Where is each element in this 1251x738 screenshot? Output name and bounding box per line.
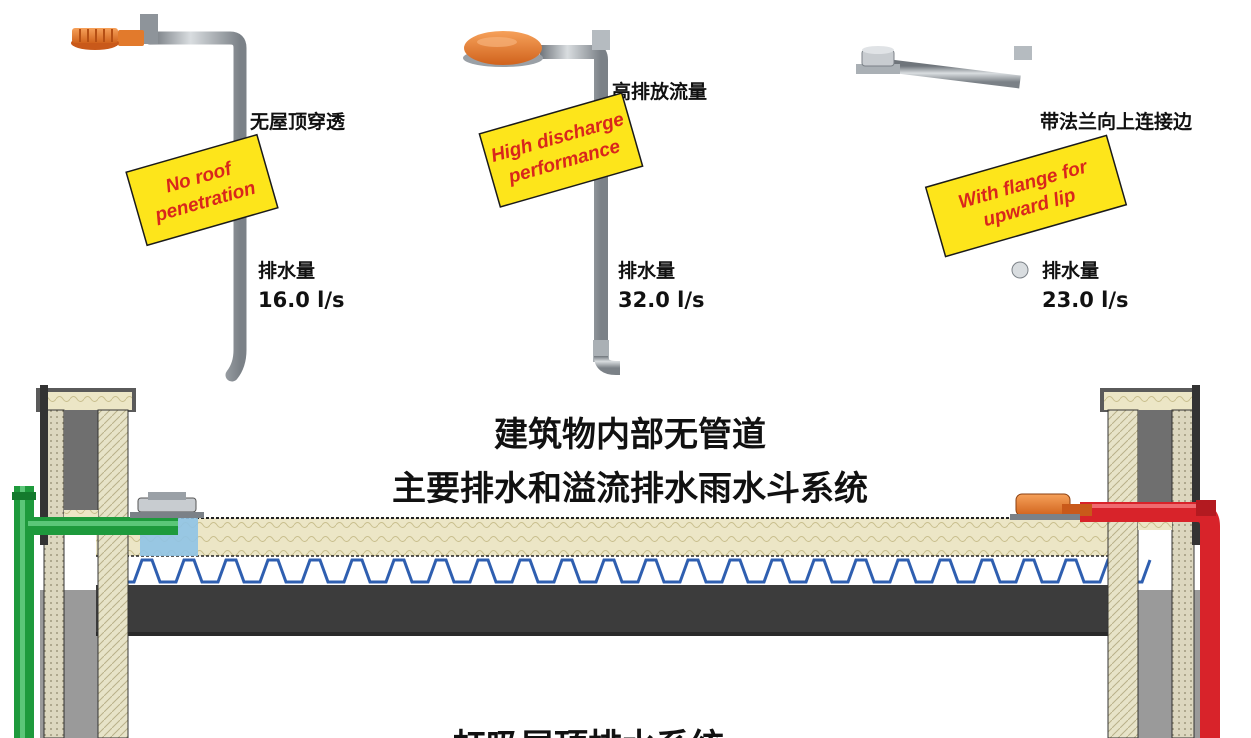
product-1-feature-tag: No roof penetration	[125, 133, 279, 247]
section-title-line-1: 建筑物内部无管道	[494, 415, 766, 455]
product-2-feature-label: 高排放流量	[612, 80, 707, 103]
product-2-drain-head	[463, 31, 543, 67]
product-3-feature-label: 带法兰向上连接边	[1040, 110, 1193, 133]
steel-deck	[100, 558, 1152, 584]
product-2-pipe	[540, 45, 608, 352]
right-parapet	[1100, 385, 1200, 738]
product-3-flanged-outlet: 带法兰向上连接边 With flange for upward lip 排水量 …	[856, 46, 1193, 372]
product-1-flow-value: 16.0 l/s	[258, 288, 345, 312]
section-subtitle-cut: 虹吸屋顶排水系统	[452, 727, 724, 738]
product-2-outlet-elbow	[594, 355, 620, 375]
product-1-coupling	[118, 30, 144, 46]
product-3-flow-value: 23.0 l/s	[1042, 288, 1129, 312]
building-frame	[40, 632, 1211, 738]
product-2-high-discharge-outlet: 高排放流量 High discharge performance 排水量 32.…	[463, 30, 707, 375]
product-2-flow-value: 32.0 l/s	[618, 288, 705, 312]
product-1-flow-label: 排水量	[258, 259, 315, 282]
product-3-feature-tag: With flange for upward lip	[924, 134, 1128, 258]
product-2-feature-tag: High discharge performance	[478, 92, 644, 208]
insulation-layer	[96, 518, 1136, 556]
concrete-slab	[96, 585, 1136, 632]
product-3-horizontal-pipe	[889, 59, 1021, 89]
product-2-top-fitting	[592, 30, 610, 50]
product-3-access-fitting	[1011, 261, 1029, 279]
red-overflow-pipe	[1080, 500, 1220, 738]
product-3-drain-head	[856, 46, 900, 74]
left-roof-outlet	[130, 492, 204, 518]
right-overflow-outlet	[1010, 493, 1092, 520]
roof-section: 建筑物内部无管道 主要排水和溢流排水雨水斗系统 虹吸屋顶排水系统	[12, 385, 1220, 738]
product-1-drain-head	[71, 28, 119, 50]
product-3-flow-label: 排水量	[1042, 259, 1099, 282]
product-1-pipe	[143, 31, 247, 382]
section-title-line-2: 主要排水和溢流排水雨水斗系统	[392, 469, 868, 509]
product-1-siphonic-outlet: 无屋顶穿透 No roof penetration 排水量 16.0 l/s	[71, 14, 346, 382]
product-1-bracket	[140, 14, 158, 44]
product-1-feature-label: 无屋顶穿透	[250, 110, 346, 133]
green-siphonic-pipe	[12, 486, 178, 738]
product-2-flow-label: 排水量	[618, 259, 675, 282]
